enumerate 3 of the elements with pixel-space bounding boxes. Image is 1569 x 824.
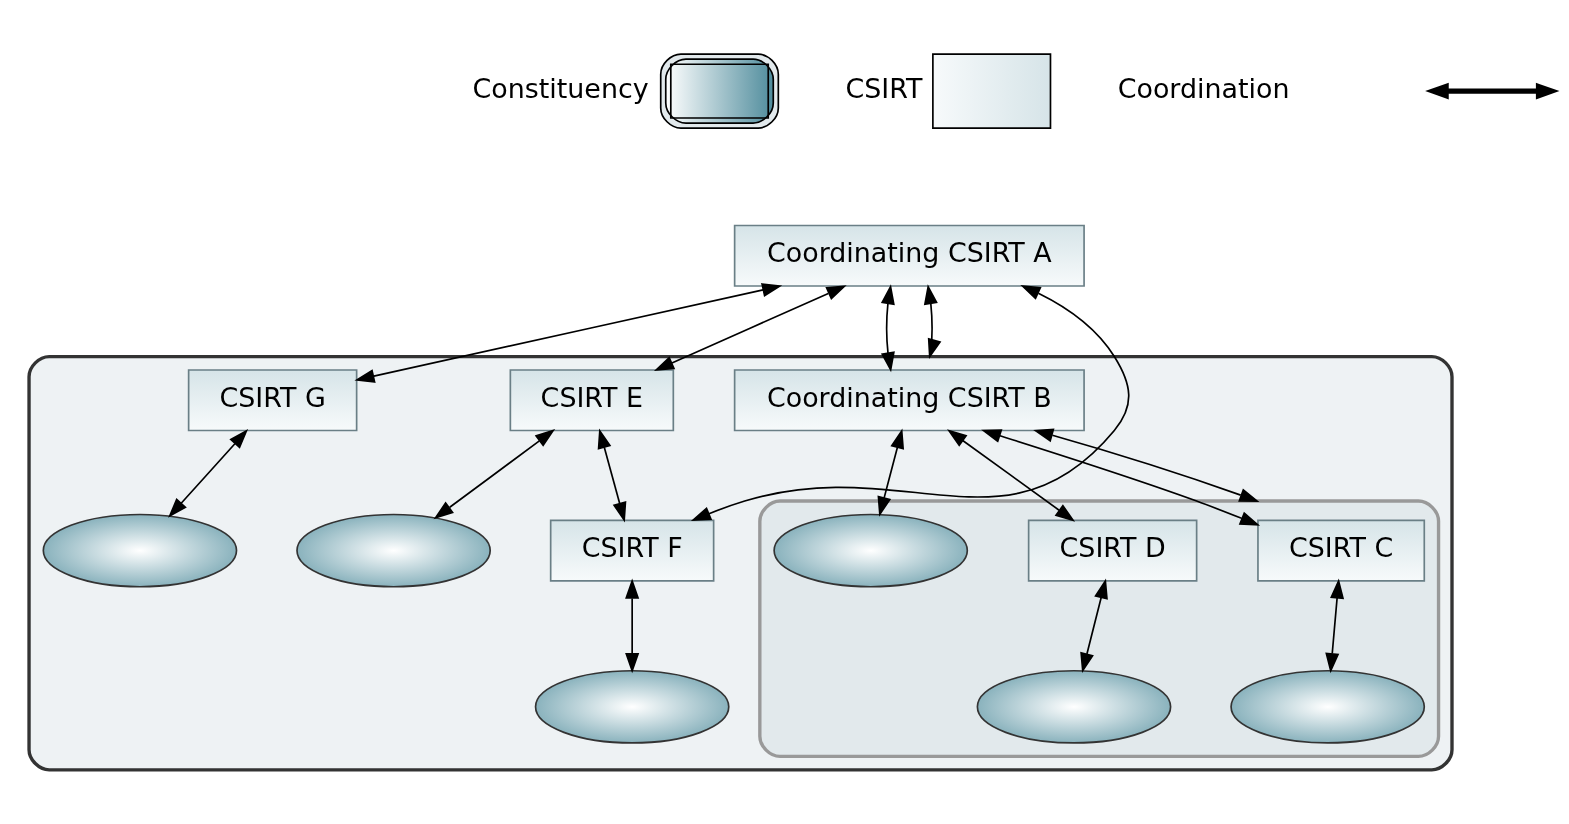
legend-label: Constituency bbox=[472, 72, 649, 104]
legend-label: Coordination bbox=[1117, 72, 1290, 104]
legend-label: CSIRT bbox=[845, 72, 923, 104]
